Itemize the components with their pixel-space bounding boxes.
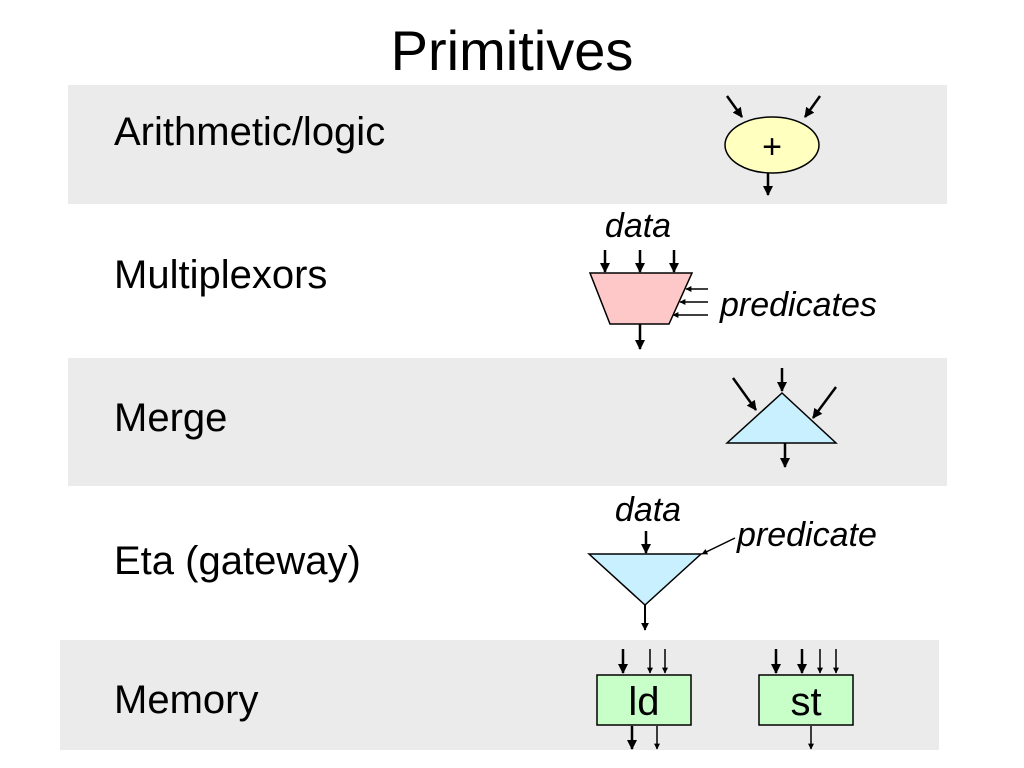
alu-ellipse	[724, 116, 820, 174]
eta-triangle	[587, 553, 703, 607]
mux-trapezoid	[588, 272, 694, 325]
eta-symbol: data predicate	[587, 491, 877, 631]
mux-predicates-label: predicates	[719, 286, 877, 324]
merge-input-arrow-left	[731, 377, 758, 411]
mux-data-label: data	[605, 207, 671, 245]
alu-symbol: +	[724, 95, 822, 196]
eta-predicate-label: predicate	[736, 516, 877, 554]
merge-triangle	[725, 391, 838, 444]
eta-data-label: data	[615, 491, 681, 529]
store-label: st	[790, 680, 821, 724]
row-label-memory: Memory	[114, 678, 259, 722]
load-label: ld	[628, 680, 659, 724]
merge-symbol	[725, 368, 838, 468]
store-symbol: st	[758, 649, 854, 750]
load-symbol: ld	[596, 649, 692, 750]
eta-predicate-arrow	[701, 537, 736, 555]
alu-operator: +	[762, 128, 782, 166]
row-label-arithmetic: Arithmetic/logic	[114, 110, 386, 154]
alu-input-arrow-left	[725, 95, 744, 118]
row-label-merge: Merge	[114, 396, 228, 440]
row-label-multiplexors: Multiplexors	[114, 253, 328, 297]
page-title: Primitives	[390, 19, 634, 82]
alu-input-arrow-right	[803, 95, 822, 118]
store-box	[758, 674, 854, 726]
load-box	[596, 674, 692, 726]
merge-input-arrow-right	[811, 386, 838, 419]
row-label-eta: Eta (gateway)	[114, 539, 361, 583]
mux-symbol: data predicates	[588, 207, 877, 350]
